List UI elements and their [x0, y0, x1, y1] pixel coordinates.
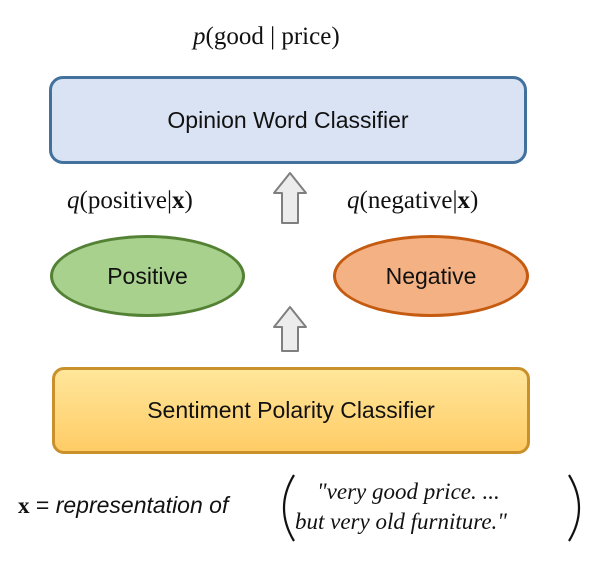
- q-positive-close: ): [184, 187, 193, 214]
- prob-separator: |: [263, 23, 282, 50]
- prob-good: good: [213, 23, 264, 50]
- q-positive-text: (positive|: [79, 187, 173, 214]
- sentiment-polarity-classifier-box: Sentiment Polarity Classifier: [52, 367, 530, 454]
- input-representation-line: x = representation of: [18, 492, 229, 518]
- input-x: x: [18, 493, 30, 518]
- opinion-word-classifier-box: Opinion Word Classifier: [49, 76, 527, 164]
- right-big-paren: [568, 474, 580, 542]
- positive-label: Positive: [107, 262, 188, 289]
- q-negative-q: q: [347, 187, 360, 214]
- lower-arrow: [273, 306, 307, 352]
- q-negative-x: x: [457, 187, 471, 214]
- q-positive-label: q(positive|x): [67, 188, 193, 213]
- negative-label: Negative: [385, 262, 477, 289]
- prob-open-paren: (: [205, 23, 214, 50]
- q-negative-text: (negative|: [359, 187, 458, 214]
- left-big-paren: [283, 474, 295, 542]
- negative-ellipse: Negative: [333, 235, 529, 317]
- quote-line-2: but very old furniture.": [295, 509, 507, 534]
- prob-close-paren: ): [331, 23, 340, 50]
- upper-arrow: [273, 172, 307, 224]
- q-positive-q: q: [67, 187, 80, 214]
- prob-p: p: [193, 23, 206, 50]
- prob-price: price: [281, 23, 332, 50]
- top-probability-label: p(good | price): [193, 24, 340, 49]
- positive-ellipse: Positive: [50, 235, 245, 317]
- q-negative-close: ): [470, 187, 479, 214]
- quote-line-1: "very good price. ...: [317, 479, 500, 504]
- sentiment-polarity-classifier-label: Sentiment Polarity Classifier: [147, 397, 435, 423]
- input-quote: "very good price. ... but very old furni…: [295, 477, 507, 537]
- q-negative-label: q(negative|x): [347, 188, 478, 213]
- q-positive-x: x: [172, 187, 185, 214]
- input-equals: =: [29, 492, 56, 518]
- input-phrase: representation of: [55, 492, 229, 518]
- opinion-word-classifier-label: Opinion Word Classifier: [167, 106, 409, 133]
